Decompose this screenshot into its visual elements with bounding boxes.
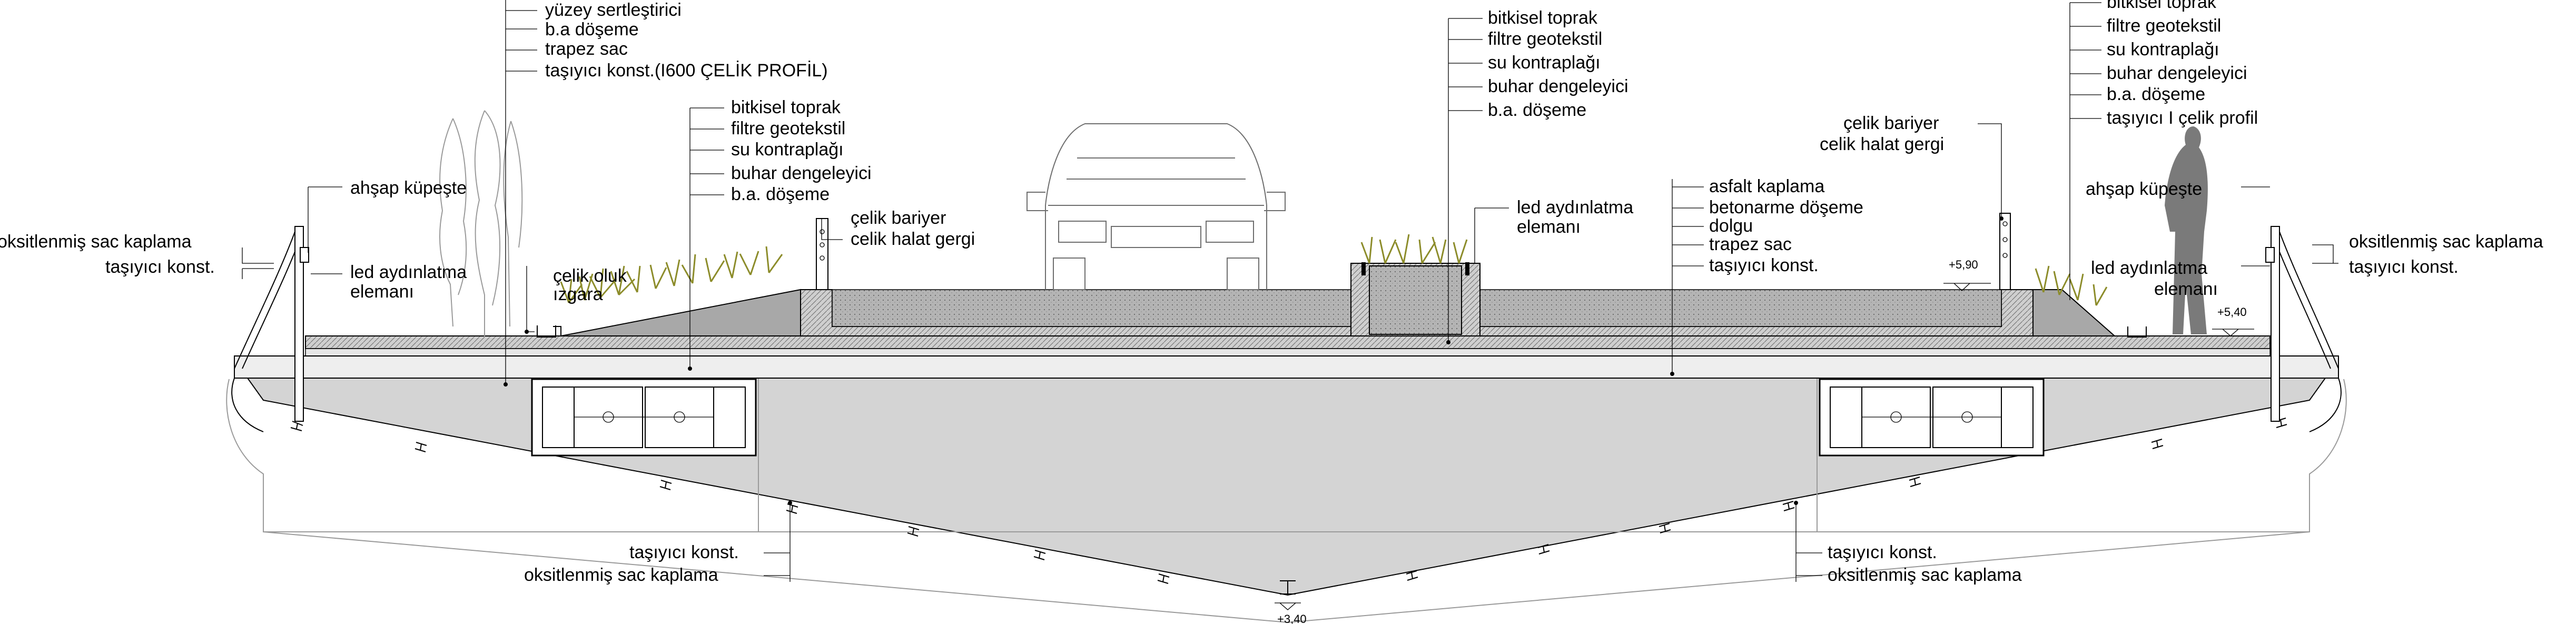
car-silhouette [1027, 123, 1286, 290]
right-top-label-4: buhar dengeleyici [2107, 63, 2247, 83]
barrier-post [816, 213, 2011, 290]
left-railing [234, 226, 309, 422]
right-top-label-3: su kontraplağı [2107, 39, 2219, 60]
leader-lines [242, 0, 2338, 582]
left-structure-label: taşıyıcı konst. [105, 257, 215, 277]
right-girder-box [1819, 378, 2045, 457]
right-cladding-label: oksitlenmiş sac kaplama [2349, 232, 2543, 252]
right-upeste-label: ahşap küpeşte [2086, 179, 2202, 199]
left-planter-label-4: buhar dengeleyici [731, 163, 872, 183]
leader-dots [504, 216, 2003, 505]
left-led-label-2: elemanı [350, 282, 414, 302]
right-barrier-label-1: çelik bariyer [1843, 113, 1939, 133]
center-led-label-1: led aydınlatma [1517, 197, 1633, 217]
road-label-5: taşıyıcı konst. [1709, 255, 1819, 275]
gutter-label-1: çelik oluk [553, 266, 627, 286]
road-label-4: trapez sac [1709, 234, 1792, 254]
level-bottom: +3,40 [1277, 612, 1307, 624]
road-label-2: betonarme döşeme [1709, 197, 1863, 217]
left-girder-box [531, 378, 757, 457]
right-structure-label: taşıyıcı konst. [2349, 257, 2459, 277]
pedestrian-figure [2165, 126, 2208, 334]
road-label-3: dolgu [1709, 216, 1753, 236]
level-marker-icon [1275, 283, 2254, 610]
left-top-label-2: b.a döşeme [545, 19, 639, 39]
level-right-upper: +5,90 [1949, 258, 1978, 271]
tree-outlines [439, 110, 523, 337]
right-barrier-label-2: celik halat gergi [1820, 134, 1944, 154]
left-cladding-label: oksitlenmiş sac kaplama [0, 232, 192, 252]
left-barrier-label-1: çelik bariyer [851, 208, 946, 228]
left-barrier-label-2: celik halat gergi [851, 229, 975, 249]
hull-section [226, 369, 2347, 623]
center-planter-label-5: b.a. döşeme [1488, 100, 1586, 120]
center-led-label-2: elemanı [1517, 217, 1581, 237]
transverse-profile-icon [290, 418, 2287, 595]
bottom-left-label-1: taşıyıcı konst. [629, 542, 739, 562]
level-right-lower: +5,40 [2217, 305, 2247, 319]
left-planter-label-2: filtre geotekstil [731, 118, 845, 138]
left-planter-label-5: b.a. döşeme [731, 184, 830, 204]
road-label-1: asfalt kaplama [1709, 176, 1824, 196]
right-top-label-5: b.a. döşeme [2107, 84, 2205, 104]
right-led-label-2: elemanı [2154, 279, 2218, 299]
left-top-label-1: yüzey sertleştirici [545, 0, 682, 20]
right-led-label-1: led aydınlatma [2091, 258, 2207, 278]
bottom-left-label-2: oksitlenmiş sac kaplama [524, 565, 718, 585]
right-top-label-6: taşıyıcı I çelik profil [2107, 108, 2258, 128]
center-planter-label-2: filtre geotekstil [1488, 29, 1602, 49]
center-planter-label-4: buhar dengeleyici [1488, 76, 1628, 96]
left-top-label-4: taşıyıcı konst.(I600 ÇELİK PROFİL) [545, 61, 828, 81]
center-planter-label-1: bitkisel toprak [1488, 8, 1598, 28]
planting [560, 234, 2108, 306]
bottom-right-label-2: oksitlenmiş sac kaplama [1828, 565, 2022, 585]
right-railing [2265, 226, 2339, 422]
left-planter-label-3: su kontraplağı [731, 140, 844, 160]
left-top-label-3: trapez sac [545, 39, 628, 59]
deck-slab [234, 262, 2339, 379]
gutter-label-2: ızgara [553, 284, 603, 304]
right-top-label-2: filtre geotekstil [2107, 16, 2221, 36]
left-planter-label-1: bitkisel toprak [731, 97, 841, 117]
right-top-label-1: bitkisel toprak [2107, 0, 2217, 12]
left-led-label-1: led aydınlatma [350, 262, 467, 282]
bottom-right-label-1: taşıyıcı konst. [1828, 542, 1937, 562]
left-upeste-label: ahşap küpeşte [350, 178, 467, 198]
center-planter-label-3: su kontraplağı [1488, 53, 1601, 73]
